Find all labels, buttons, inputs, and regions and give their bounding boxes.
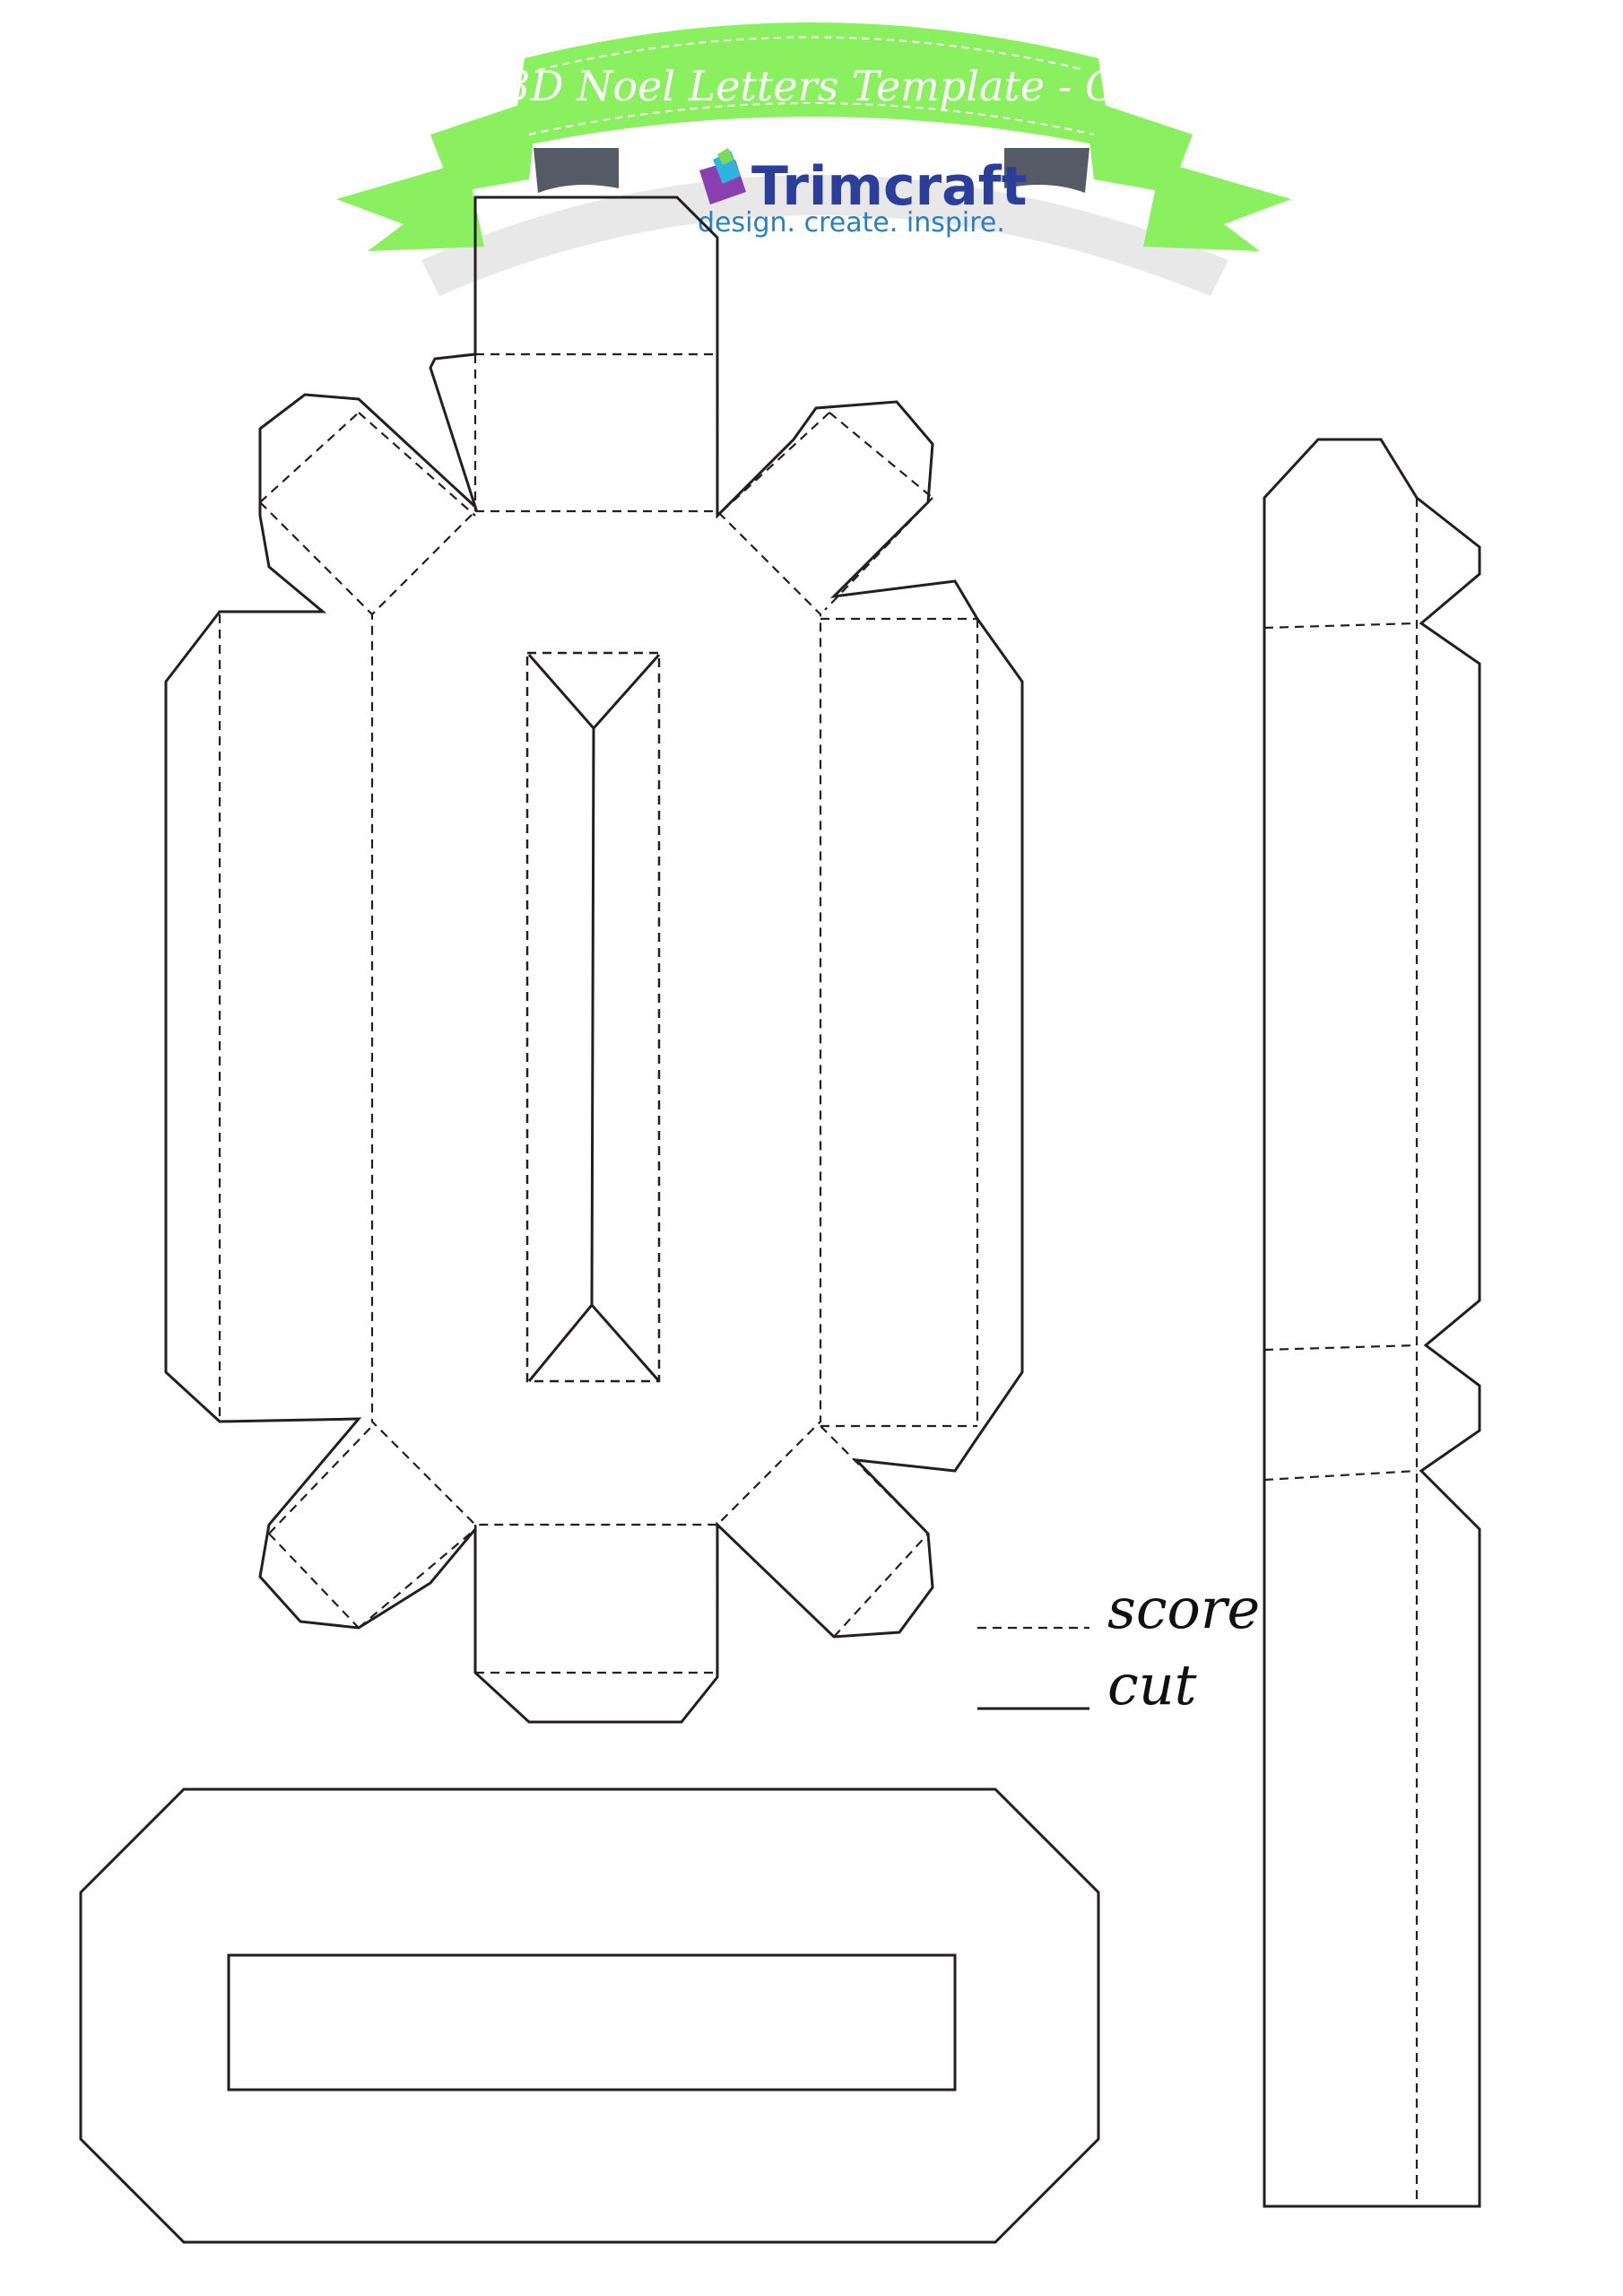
banner-stitch-top <box>537 36 1086 71</box>
banner-left-tail <box>336 161 484 251</box>
window-fold-lines <box>527 654 661 1382</box>
hub-score-outline <box>370 509 822 1526</box>
base-cut-outline <box>79 1787 1100 2244</box>
side-strip-cut-outline <box>1263 438 1481 2208</box>
top-right-flap-scores <box>716 412 933 611</box>
banner-shadow <box>421 175 1228 296</box>
legend-score-label: score <box>1107 1576 1260 1641</box>
base-piece <box>79 1787 1100 2244</box>
brand-name: Trimcraft <box>751 155 1027 218</box>
line-legend: score cut <box>977 1576 1260 1718</box>
banner-right-fold <box>1004 148 1089 193</box>
banner-title: 3D Noel Letters Template - O <box>504 62 1118 110</box>
banner-side-left <box>430 99 538 193</box>
brand-logo: Trimcraft design. create. inspire. <box>698 148 1027 239</box>
side-strip-scores <box>1263 498 1419 2206</box>
banner-side-right <box>1085 99 1193 193</box>
banner-ribbon <box>511 22 1112 148</box>
brand-tagline: design. create. inspire. <box>698 207 1005 239</box>
side-strip-net <box>1263 438 1481 2208</box>
bottom-left-flap-scores <box>268 1425 476 1629</box>
top-left-flap-scores <box>259 412 476 615</box>
top-flap-scores <box>473 352 719 511</box>
banner-right-tail <box>1143 161 1291 251</box>
banner-left-fold <box>534 148 619 193</box>
legend-cut-label: cut <box>1107 1652 1197 1718</box>
base-window-cut <box>227 1953 957 2092</box>
folded-paper-logo-icon <box>699 148 746 204</box>
letter-o-net <box>164 196 1024 1724</box>
bottom-right-flap-scores <box>716 1425 929 1638</box>
banner-stitch-bottom <box>528 102 1095 135</box>
bottom-flap-scores <box>473 1525 719 1674</box>
right-panel-scores <box>820 617 979 1428</box>
header-banner: 3D Noel Letters Template - O <box>336 22 1291 296</box>
